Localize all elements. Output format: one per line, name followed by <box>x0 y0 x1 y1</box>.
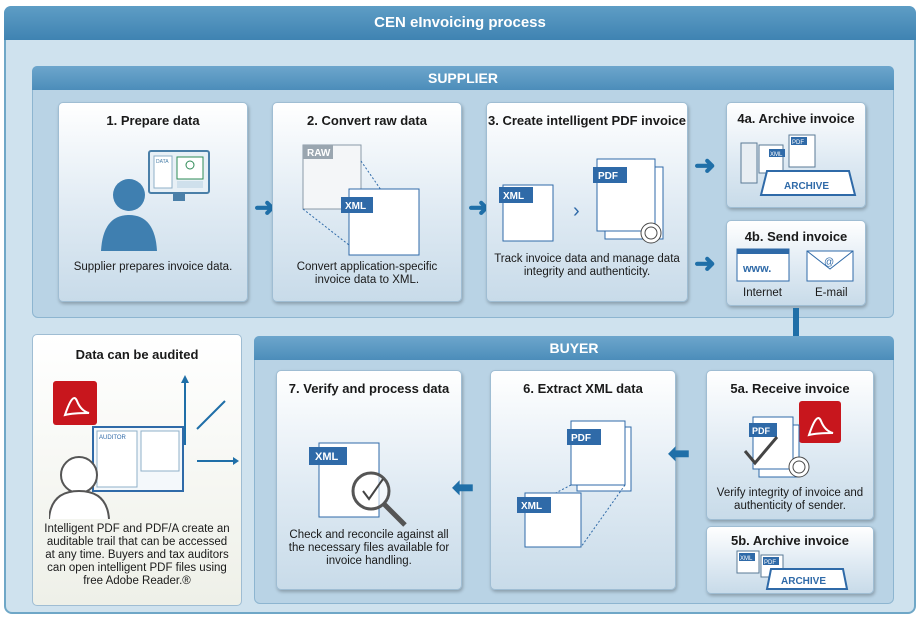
step-title: 4b. Send invoice <box>744 229 848 244</box>
step-title: 5a. Receive invoice <box>730 381 850 396</box>
left-arrow-icon: ⬅ <box>668 438 690 468</box>
pdf-tag: PDF <box>598 171 618 182</box>
screen-label: AUDITOR <box>99 435 127 441</box>
xml-tag: XML <box>503 191 524 202</box>
audit-desc: Intelligent PDF and PDF/A create an audi… <box>44 523 230 587</box>
archive-icon: XML PDF ARCHIVE <box>736 550 849 590</box>
audit-panel: Data can be audited AUDITOR Intelligent … <box>32 334 242 606</box>
pdf-tag: PDF <box>792 140 804 146</box>
step-title: 7. Verify and process data <box>288 381 450 396</box>
internet-email-icon: www. @ <box>736 248 854 282</box>
svg-text:›: › <box>573 200 580 222</box>
right-arrow-icon: ➜ <box>694 248 716 278</box>
right-arrow-icon: ➜ <box>694 150 716 180</box>
pdf-tag: PDF <box>764 560 776 566</box>
xml-tag: XML <box>740 556 753 562</box>
step-desc: Track invoice data and manage data integ… <box>494 253 680 278</box>
step-verify-process: 7. Verify and process data XML Check and… <box>276 370 462 590</box>
step-title: 3. Create intelligent PDF invoice <box>488 113 686 128</box>
left-arrow-icon: ⬅ <box>452 472 474 502</box>
right-arrow-icon: ➜ <box>254 192 276 222</box>
step-title: 5b. Archive invoice <box>730 533 849 548</box>
step-extract-xml: 6. Extract XML data PDF XML <box>490 370 676 590</box>
receive-pdf-icon: PDF <box>743 401 841 478</box>
archive-tag: ARCHIVE <box>784 181 829 192</box>
step-title: 4a. Archive invoice <box>737 111 855 126</box>
step-desc: Verify integrity of invoice and authenti… <box>716 487 864 512</box>
channel-email: E-mail <box>815 287 848 299</box>
right-arrow-icon: ➜ <box>468 192 490 222</box>
xml-tag: XML <box>521 501 542 512</box>
archive-icon: PDF XML ARCHIVE <box>740 134 857 196</box>
auditor-icon: AUDITOR <box>49 375 239 519</box>
step-receive-invoice: 5a. Receive invoice PDF Verify integrity… <box>706 370 874 520</box>
diagram-title: CEN eInvoicing process <box>4 6 916 40</box>
down-arrow-shaft <box>793 308 799 352</box>
person-computer-icon: DATA <box>101 150 210 251</box>
audit-title: Data can be audited <box>75 347 199 362</box>
xml-tag: XML <box>315 451 339 463</box>
pdf-tag: PDF <box>752 426 771 436</box>
step-desc: Check and reconcile against all the nece… <box>288 529 450 567</box>
step-prepare-data: 1. Prepare data DATA Supplier prepares i… <box>58 102 248 302</box>
buyer-band: BUYER <box>254 336 894 360</box>
step-title: 6. Extract XML data <box>523 381 643 396</box>
step-buyer-archive: 5b. Archive invoice XML PDF ARCHIVE <box>706 526 874 594</box>
step-archive-invoice: 4a. Archive invoice PDF XML ARCHIVE <box>726 102 866 208</box>
xml-tag: XML <box>770 152 783 158</box>
xml-tag: XML <box>345 201 366 212</box>
supplier-band: SUPPLIER <box>32 66 894 90</box>
archive-tag: ARCHIVE <box>781 576 826 587</box>
channel-internet: Internet <box>743 287 782 299</box>
step-title: 2. Convert raw data <box>307 113 427 128</box>
url-text: www. <box>742 263 771 275</box>
step-convert-data: 2. Convert raw data RAW XML Convert appl… <box>272 102 462 302</box>
step-create-pdf: 3. Create intelligent PDF invoice XML › … <box>486 102 688 302</box>
xml-magnifier-icon: XML <box>309 442 407 527</box>
step-send-invoice: 4b. Send invoice www. @ Internet E-mail <box>726 220 866 306</box>
raw-tag: RAW <box>307 148 331 159</box>
pdf-to-xml-icon: PDF XML <box>517 420 632 548</box>
step-title: 1. Prepare data <box>106 113 200 128</box>
screen-label: DATA <box>156 159 169 165</box>
step-desc: Convert application-specific invoice dat… <box>296 261 438 286</box>
raw-to-xml-icon: RAW XML <box>302 144 420 256</box>
at-text: @ <box>824 257 834 268</box>
step-desc: Supplier prepares invoice data. <box>73 261 233 273</box>
pdf-tag: PDF <box>571 433 591 444</box>
xml-to-pdf-icon: XML › PDF <box>499 158 664 244</box>
